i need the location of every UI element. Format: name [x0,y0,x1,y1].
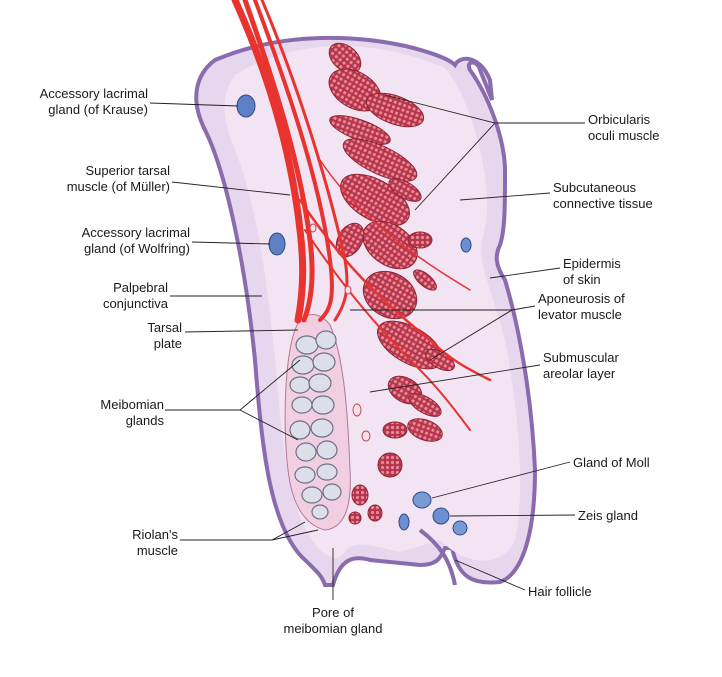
vessels-and-accessory-glands [236,94,472,536]
meibomian-lobules [289,330,342,520]
leader-lines [149,94,585,600]
label-superior-tarsal-muscle: Superior tarsal muscle (of Müller) [66,163,170,194]
label-subcutaneous-tissue: Subcutaneous connective tissue [553,180,653,211]
levator-and-muller-muscle [231,0,492,431]
label-tarsal-plate: Tarsal plate [147,320,182,351]
label-accessory-lacrimal-krause: Accessory lacrimal gland (of Krause) [39,86,148,117]
label-hair-follicle: Hair follicle [528,584,592,599]
label-palpebral-conjunctiva: Palpebral conjunctiva [102,280,168,311]
label-epidermis: Epidermis of skin [563,256,621,287]
label-aponeurosis-levator: Aponeurosis of levator muscle [538,291,625,322]
label-riolans-muscle: Riolan's muscle [132,527,178,558]
label-zeis-gland: Zeis gland [578,508,638,523]
label-accessory-lacrimal-wolfring: Accessory lacrimal gland (of Wolfring) [81,225,190,256]
hair-follicle-shape [418,528,457,586]
label-gland-of-moll: Gland of Moll [573,455,650,470]
label-pore-meibomian-gland: Pore of meibomian gland [283,605,383,636]
label-submuscular-areolar: Submuscular areolar layer [543,350,619,381]
label-meibomian-glands: Meibomian glands [100,397,164,428]
label-orbicularis-oculi: Orbicularis oculi muscle [588,112,660,143]
